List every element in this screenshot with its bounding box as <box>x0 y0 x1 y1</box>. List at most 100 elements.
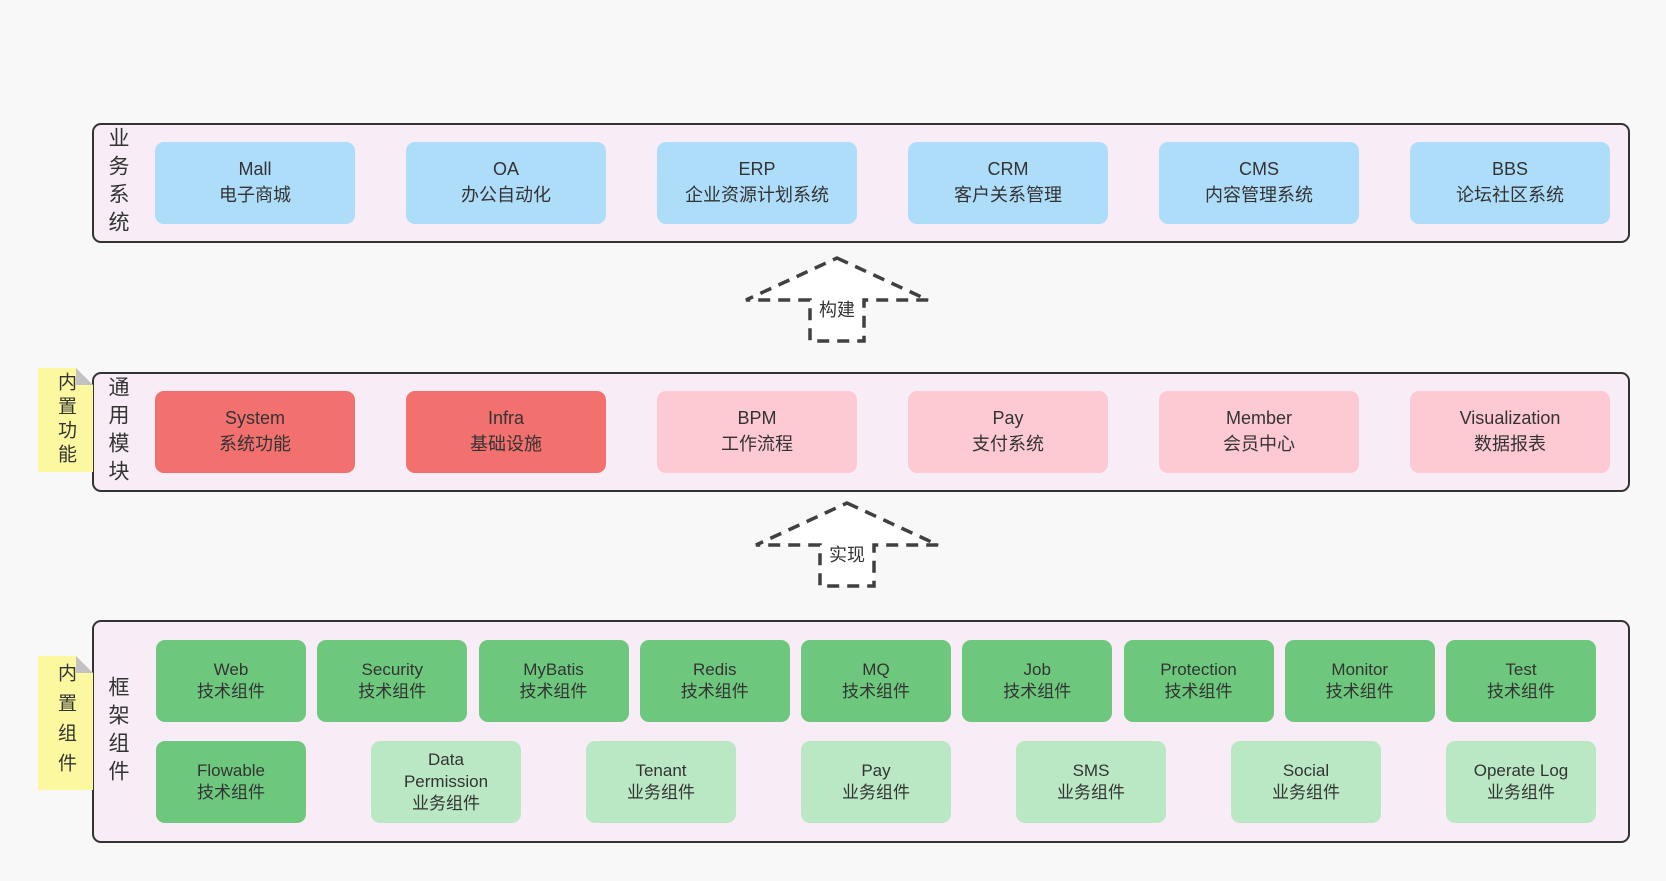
module-box-erp: ERP 企业资源计划系统 <box>657 142 857 224</box>
module-box-subtitle: 技术组件 <box>1487 682 1555 701</box>
module-box-data-permission: Data Permission 业务组件 <box>371 741 521 823</box>
module-box-subtitle: 技术组件 <box>680 682 749 701</box>
module-box-subtitle: 业务组件 <box>1272 783 1340 802</box>
module-box-oa: OA 办公自动化 <box>406 142 606 224</box>
module-box-title: Data Permission <box>403 749 489 791</box>
module-box-title: SMS <box>1072 760 1110 780</box>
module-box-subtitle: 系统功能 <box>219 434 291 454</box>
module-box-title: OA <box>492 159 519 180</box>
arrow-outline <box>745 256 929 343</box>
module-box-title: Social <box>1282 760 1330 780</box>
module-box-web: Web 技术组件 <box>156 640 306 722</box>
module-box-infra: Infra 基础设施 <box>406 391 606 473</box>
module-box-subtitle: 技术组件 <box>1164 682 1233 701</box>
module-box-subtitle: 企业资源计划系统 <box>685 185 829 205</box>
module-box-security: Security 技术组件 <box>317 640 468 722</box>
module-box-title: CRM <box>987 159 1029 180</box>
module-box-title: Mall <box>238 159 272 180</box>
module-box-subtitle: 基础设施 <box>470 434 542 454</box>
module-box-subtitle: 业务组件 <box>627 783 695 802</box>
module-box-mq: MQ 技术组件 <box>801 640 951 722</box>
module-box-title: Pay <box>992 408 1024 429</box>
module-box-monitor: Monitor 技术组件 <box>1284 640 1435 722</box>
module-box-title: System <box>224 408 285 429</box>
module-box-title: Flowable <box>196 760 266 780</box>
module-box-visualization: Visualization 数据报表 <box>1410 391 1610 473</box>
panel-business-systems: 业务系统 Mall 电子商城 OA 办公自动化 ERP 企业资源计划系统 CRM 客户关系管理… <box>92 123 1630 243</box>
module-box-subtitle: 技术组件 <box>1325 682 1394 701</box>
module-box-subtitle: 业务组件 <box>842 783 910 802</box>
module-box-subtitle: 内容管理系统 <box>1205 185 1313 205</box>
module-box-title: Pay <box>861 760 891 780</box>
panel-label-framework-components: 框架组件 <box>106 675 129 788</box>
module-box-system: System 系统功能 <box>155 391 355 473</box>
module-box-subtitle: 技术组件 <box>842 682 910 701</box>
module-box-title: MQ <box>862 659 890 679</box>
module-box-subtitle: 技术组件 <box>519 682 588 701</box>
sticky-note-builtin-features: 内置功能 <box>38 368 93 472</box>
module-box-title: Security <box>361 659 423 679</box>
module-box-title: Test <box>1505 659 1537 679</box>
module-box-subtitle: 客户关系管理 <box>954 185 1062 205</box>
module-box-operate-log: Operate Log 业务组件 <box>1446 741 1596 823</box>
module-box-mall: Mall 电子商城 <box>155 142 355 224</box>
module-box-title: CMS <box>1239 159 1279 180</box>
panel-label-common-modules: 通用模块 <box>106 376 129 488</box>
module-box-subtitle: 技术组件 <box>358 682 427 701</box>
module-box-title: Redis <box>693 659 737 679</box>
module-box-subtitle: 技术组件 <box>197 682 265 701</box>
module-box-subtitle: 会员中心 <box>1223 434 1295 454</box>
module-box-title: Monitor <box>1331 659 1389 679</box>
panel-framework-components: 框架组件 Web 技术组件 Security 技术组件 MyBatis 技术组件 Redis… <box>92 620 1630 843</box>
module-box-subtitle: 论坛社区系统 <box>1456 185 1564 205</box>
module-box-job: Job 技术组件 <box>962 640 1113 722</box>
module-box-tenant: Tenant 业务组件 <box>586 741 736 823</box>
sticky-note-builtin-components-label: 内置组件 <box>55 663 76 783</box>
module-box-title: Visualization <box>1459 408 1561 429</box>
module-box-subtitle: 工作流程 <box>721 434 793 454</box>
module-box-subtitle: 技术组件 <box>197 783 265 802</box>
module-box-protection: Protection 技术组件 <box>1123 640 1274 722</box>
note-fold-corner-icon <box>76 368 93 385</box>
note-fold-corner-icon <box>76 656 93 673</box>
module-box-cms: CMS 内容管理系统 <box>1159 142 1359 224</box>
boxes-grid-business-systems: Mall 电子商城 OA 办公自动化 ERP 企业资源计划系统 CRM 客户关系管理 CMS 内容… <box>155 125 1610 241</box>
module-box-subtitle: 业务组件 <box>1487 783 1555 802</box>
module-box-mybatis: MyBatis 技术组件 <box>478 640 629 722</box>
module-box-member: Member 会员中心 <box>1159 391 1359 473</box>
sticky-note-builtin-features-label: 内置功能 <box>55 372 76 468</box>
module-box-title: Operate Log <box>1473 760 1569 780</box>
module-box-title: MyBatis <box>523 659 584 679</box>
module-box-subtitle: 技术组件 <box>1003 682 1072 701</box>
module-box-subtitle: 业务组件 <box>1057 783 1125 802</box>
module-box-title: ERP <box>738 159 776 180</box>
sticky-note-builtin-components: 内置组件 <box>38 656 93 790</box>
dashed-arrow-up-build: 构建 <box>745 256 929 343</box>
module-box-title: Member <box>1225 408 1292 429</box>
module-box-subtitle: 支付系统 <box>972 434 1044 454</box>
module-box-title: Job <box>1023 659 1051 679</box>
module-box-flowable: Flowable 技术组件 <box>156 741 306 823</box>
module-box-sms: SMS 业务组件 <box>1016 741 1166 823</box>
arrow-outline <box>755 501 939 588</box>
module-box-subtitle: 数据报表 <box>1474 434 1546 454</box>
arrow-label-implement: 实现 <box>829 545 865 565</box>
module-box-crm: CRM 客户关系管理 <box>908 142 1108 224</box>
module-box-subtitle: 电子商城 <box>219 185 291 205</box>
module-box-subtitle: 办公自动化 <box>461 185 551 205</box>
module-box-test: Test 技术组件 <box>1446 640 1596 722</box>
module-box-pay: Pay 支付系统 <box>908 391 1108 473</box>
module-box-title: Web <box>213 659 249 679</box>
module-box-title: Infra <box>487 408 525 429</box>
module-box-pay: Pay 业务组件 <box>801 741 951 823</box>
module-box-title: Tenant <box>635 760 687 780</box>
module-box-title: Protection <box>1160 659 1237 679</box>
panel-label-business-systems: 业务系统 <box>106 127 129 239</box>
module-box-subtitle: 业务组件 <box>412 794 480 814</box>
